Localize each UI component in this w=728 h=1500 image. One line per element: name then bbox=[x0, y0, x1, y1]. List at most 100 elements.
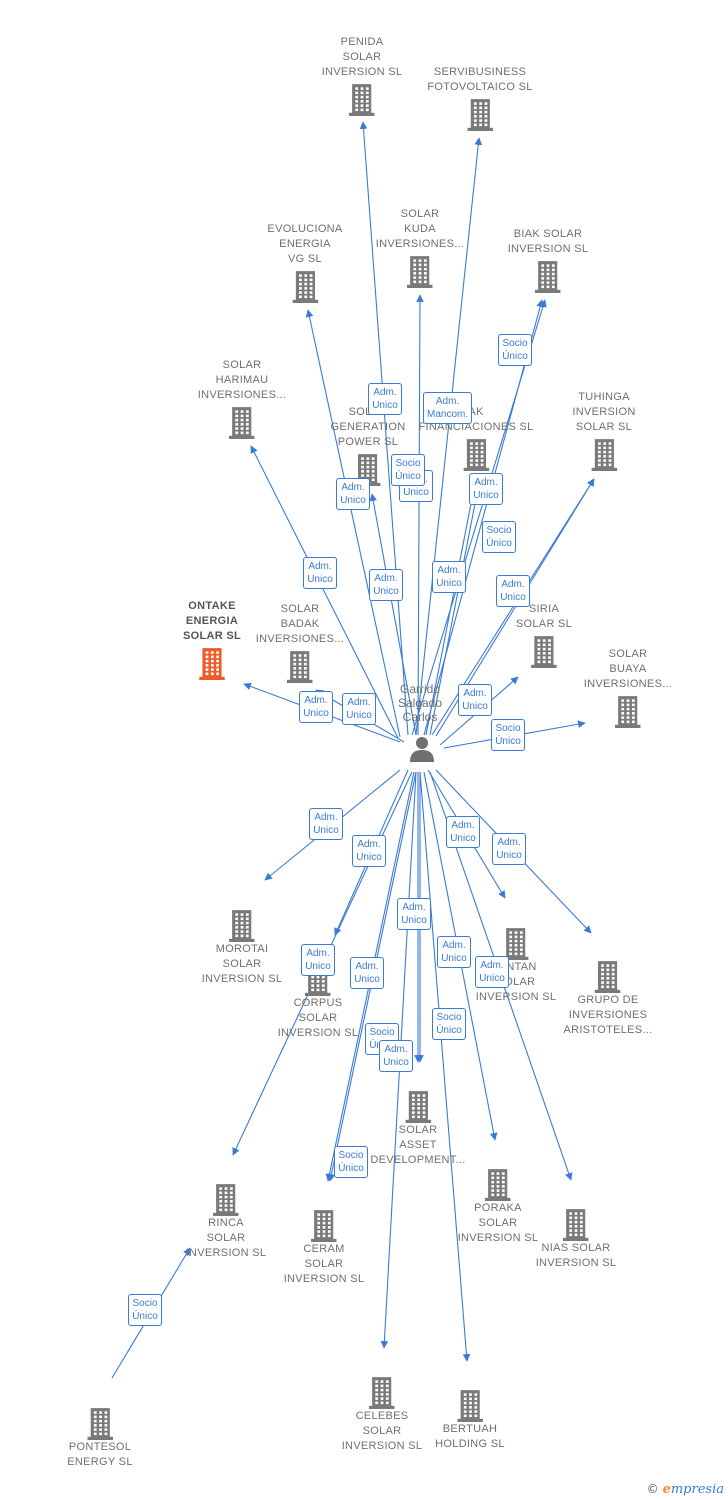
edge-person-generation bbox=[369, 493, 417, 736]
company-node-aristoteles[interactable]: GRUPO DE INVERSIONES ARISTOTELES... bbox=[564, 957, 653, 1038]
company-node-penida[interactable]: PENIDA SOLAR INVERSION SL bbox=[322, 35, 403, 116]
building-icon bbox=[202, 908, 283, 942]
company-name: GRUPO DE INVERSIONES ARISTOTELES... bbox=[563, 994, 653, 1036]
company-node-poraka[interactable]: PORAKA SOLAR INVERSION SL bbox=[458, 1165, 539, 1246]
company-name: BERTUAH HOLDING SL bbox=[435, 1423, 505, 1450]
building-icon bbox=[418, 437, 533, 471]
edge-person-financiaciones bbox=[425, 477, 479, 736]
company-node-kuda[interactable]: SOLAR KUDA INVERSIONES... bbox=[376, 207, 465, 288]
company-name: NIAS SOLAR INVERSION SL bbox=[535, 1242, 617, 1269]
relation-badge[interactable]: Socio Único bbox=[128, 1294, 162, 1326]
company-name: SOLAR KUDA INVERSIONES... bbox=[375, 208, 465, 250]
building-icon bbox=[458, 1167, 539, 1201]
edge-person-servibusiness bbox=[415, 137, 483, 736]
relation-badge[interactable]: Adm. Unico bbox=[336, 478, 370, 510]
company-name: CERAM SOLAR INVERSION SL bbox=[283, 1243, 365, 1285]
edge-person-financiaciones bbox=[429, 477, 483, 736]
company-node-badak[interactable]: SOLAR BADAK INVERSIONES... bbox=[256, 602, 345, 683]
relation-badge[interactable]: Adm. Unico bbox=[446, 816, 480, 848]
building-icon bbox=[584, 694, 673, 728]
brand-logo-icon: e bbox=[662, 1482, 671, 1497]
company-node-siria[interactable]: SIRIA SOLAR SL bbox=[516, 602, 572, 668]
company-node-nias[interactable]: NIAS SOLAR INVERSION SL bbox=[536, 1205, 617, 1271]
building-icon bbox=[322, 82, 403, 116]
company-node-celebes[interactable]: CELEBES SOLAR INVERSION SL bbox=[342, 1373, 423, 1454]
company-node-servibusiness[interactable]: SERVIBUSINESS FOTOVOLTAICO SL bbox=[427, 65, 532, 131]
relation-badge[interactable]: Adm. Unico bbox=[352, 835, 386, 867]
relation-badge[interactable]: Adm. Unico bbox=[469, 473, 503, 505]
relation-badge[interactable]: Adm. Unico bbox=[475, 956, 509, 988]
person-icon[interactable] bbox=[408, 735, 436, 768]
edge-person-bertuah bbox=[419, 771, 471, 1362]
company-node-evoluciona[interactable]: EVOLUCIONA ENERGIA VG SL bbox=[267, 222, 342, 303]
relation-badge[interactable]: Adm. Unico bbox=[458, 684, 492, 716]
building-icon bbox=[435, 1388, 505, 1422]
company-node-tuhinga[interactable]: TUHINGA INVERSION SOLAR SL bbox=[572, 390, 635, 471]
building-icon bbox=[284, 1208, 365, 1242]
building-icon bbox=[198, 405, 287, 439]
relation-badge[interactable]: Adm. Unico bbox=[397, 898, 431, 930]
company-node-asset[interactable]: SOLAR ASSET DEVELOPMENT... bbox=[370, 1087, 465, 1168]
relation-badge[interactable]: Socio Único bbox=[391, 454, 425, 486]
building-icon bbox=[67, 1406, 132, 1440]
relation-badge[interactable]: Socio Único bbox=[334, 1146, 368, 1178]
relation-badge[interactable]: Adm. Unico bbox=[350, 957, 384, 989]
company-node-bertuah[interactable]: BERTUAH HOLDING SL bbox=[435, 1386, 505, 1452]
company-node-generation[interactable]: SOLAR GENERATION POWER SL bbox=[331, 405, 406, 486]
company-name: CORPUS SOLAR INVERSION SL bbox=[277, 997, 359, 1039]
company-name: ONTAKE ENERGIA SOLAR SL bbox=[182, 600, 242, 642]
relation-badge[interactable]: Adm. Unico bbox=[303, 557, 337, 589]
relation-badge[interactable]: Socio Único bbox=[498, 334, 532, 366]
relation-badge[interactable]: Adm. Unico bbox=[496, 575, 530, 607]
relation-badge[interactable]: Adm. Unico bbox=[432, 561, 466, 593]
relation-badge[interactable]: Adm. Unico bbox=[368, 383, 402, 415]
company-node-ceram[interactable]: CERAM SOLAR INVERSION SL bbox=[284, 1206, 365, 1287]
company-name: SOLAR GENERATION POWER SL bbox=[330, 406, 406, 448]
company-name: MOROTAI SOLAR INVERSION SL bbox=[201, 943, 283, 985]
company-node-morotai[interactable]: MOROTAI SOLAR INVERSION SL bbox=[202, 906, 283, 987]
building-icon bbox=[476, 926, 557, 960]
company-node-biak[interactable]: BIAK SOLAR INVERSION SL bbox=[508, 227, 589, 293]
company-node-harimau[interactable]: SOLAR HARIMAU INVERSIONES... bbox=[198, 358, 287, 439]
relation-badge[interactable]: Adm. Unico bbox=[299, 691, 333, 723]
relation-badge[interactable]: Adm. Unico bbox=[309, 808, 343, 840]
building-icon bbox=[267, 269, 342, 303]
copyright-symbol: © bbox=[646, 1482, 659, 1496]
building-icon bbox=[183, 646, 241, 680]
building-icon bbox=[342, 1375, 423, 1409]
company-name: CELEBES SOLAR INVERSION SL bbox=[341, 1410, 423, 1452]
relation-badge[interactable]: Adm. Unico bbox=[492, 833, 526, 865]
relation-badge[interactable]: Adm. Unico bbox=[437, 936, 471, 968]
relation-badge[interactable]: Socio Único bbox=[432, 1008, 466, 1040]
relation-badge[interactable]: Adm. Unico bbox=[379, 1040, 413, 1072]
relation-badge[interactable]: Adm. Mancom. bbox=[423, 392, 473, 424]
company-name: PONTESOL ENERGY SL bbox=[67, 1441, 133, 1468]
company-name: EVOLUCIONA ENERGIA VG SL bbox=[267, 223, 343, 265]
company-name: PENIDA SOLAR INVERSION SL bbox=[321, 36, 403, 78]
company-node-ontake[interactable]: ONTAKE ENERGIA SOLAR SL bbox=[183, 599, 241, 680]
relation-badge[interactable]: Adm. Unico bbox=[301, 944, 335, 976]
building-icon bbox=[427, 97, 532, 131]
relation-badge[interactable]: Socio Único bbox=[491, 719, 525, 751]
brand-name: mpresia bbox=[670, 1482, 724, 1497]
building-icon bbox=[376, 254, 465, 288]
person-name[interactable]: Garrido Salgado Carlos bbox=[397, 682, 443, 724]
company-node-financiaciones[interactable]: AK FINANCIACIONES SL bbox=[418, 405, 533, 471]
building-icon bbox=[186, 1182, 267, 1216]
relation-badge[interactable]: Adm. Unico bbox=[342, 693, 376, 725]
company-name: SERVIBUSINESS FOTOVOLTAICO SL bbox=[427, 66, 533, 93]
company-node-rinca[interactable]: RINCA SOLAR INVERSION SL bbox=[186, 1180, 267, 1261]
company-node-pontesol[interactable]: PONTESOL ENERGY SL bbox=[67, 1404, 132, 1470]
company-node-buaya[interactable]: SOLAR BUAYA INVERSIONES... bbox=[584, 647, 673, 728]
company-name: AK FINANCIACIONES SL bbox=[418, 406, 534, 433]
company-name: TUHINGA INVERSION SOLAR SL bbox=[572, 391, 636, 433]
company-name: SOLAR ASSET DEVELOPMENT... bbox=[370, 1124, 466, 1166]
company-name: BIAK SOLAR INVERSION SL bbox=[507, 228, 589, 255]
company-name: SOLAR BUAYA INVERSIONES... bbox=[583, 648, 673, 690]
relation-badge[interactable]: Socio Único bbox=[482, 521, 516, 553]
edge-person-kuda bbox=[416, 294, 424, 736]
building-icon bbox=[256, 649, 345, 683]
edge-person-penida bbox=[359, 121, 409, 736]
relation-badge[interactable]: Adm. Unico bbox=[369, 569, 403, 601]
building-icon bbox=[516, 634, 572, 668]
